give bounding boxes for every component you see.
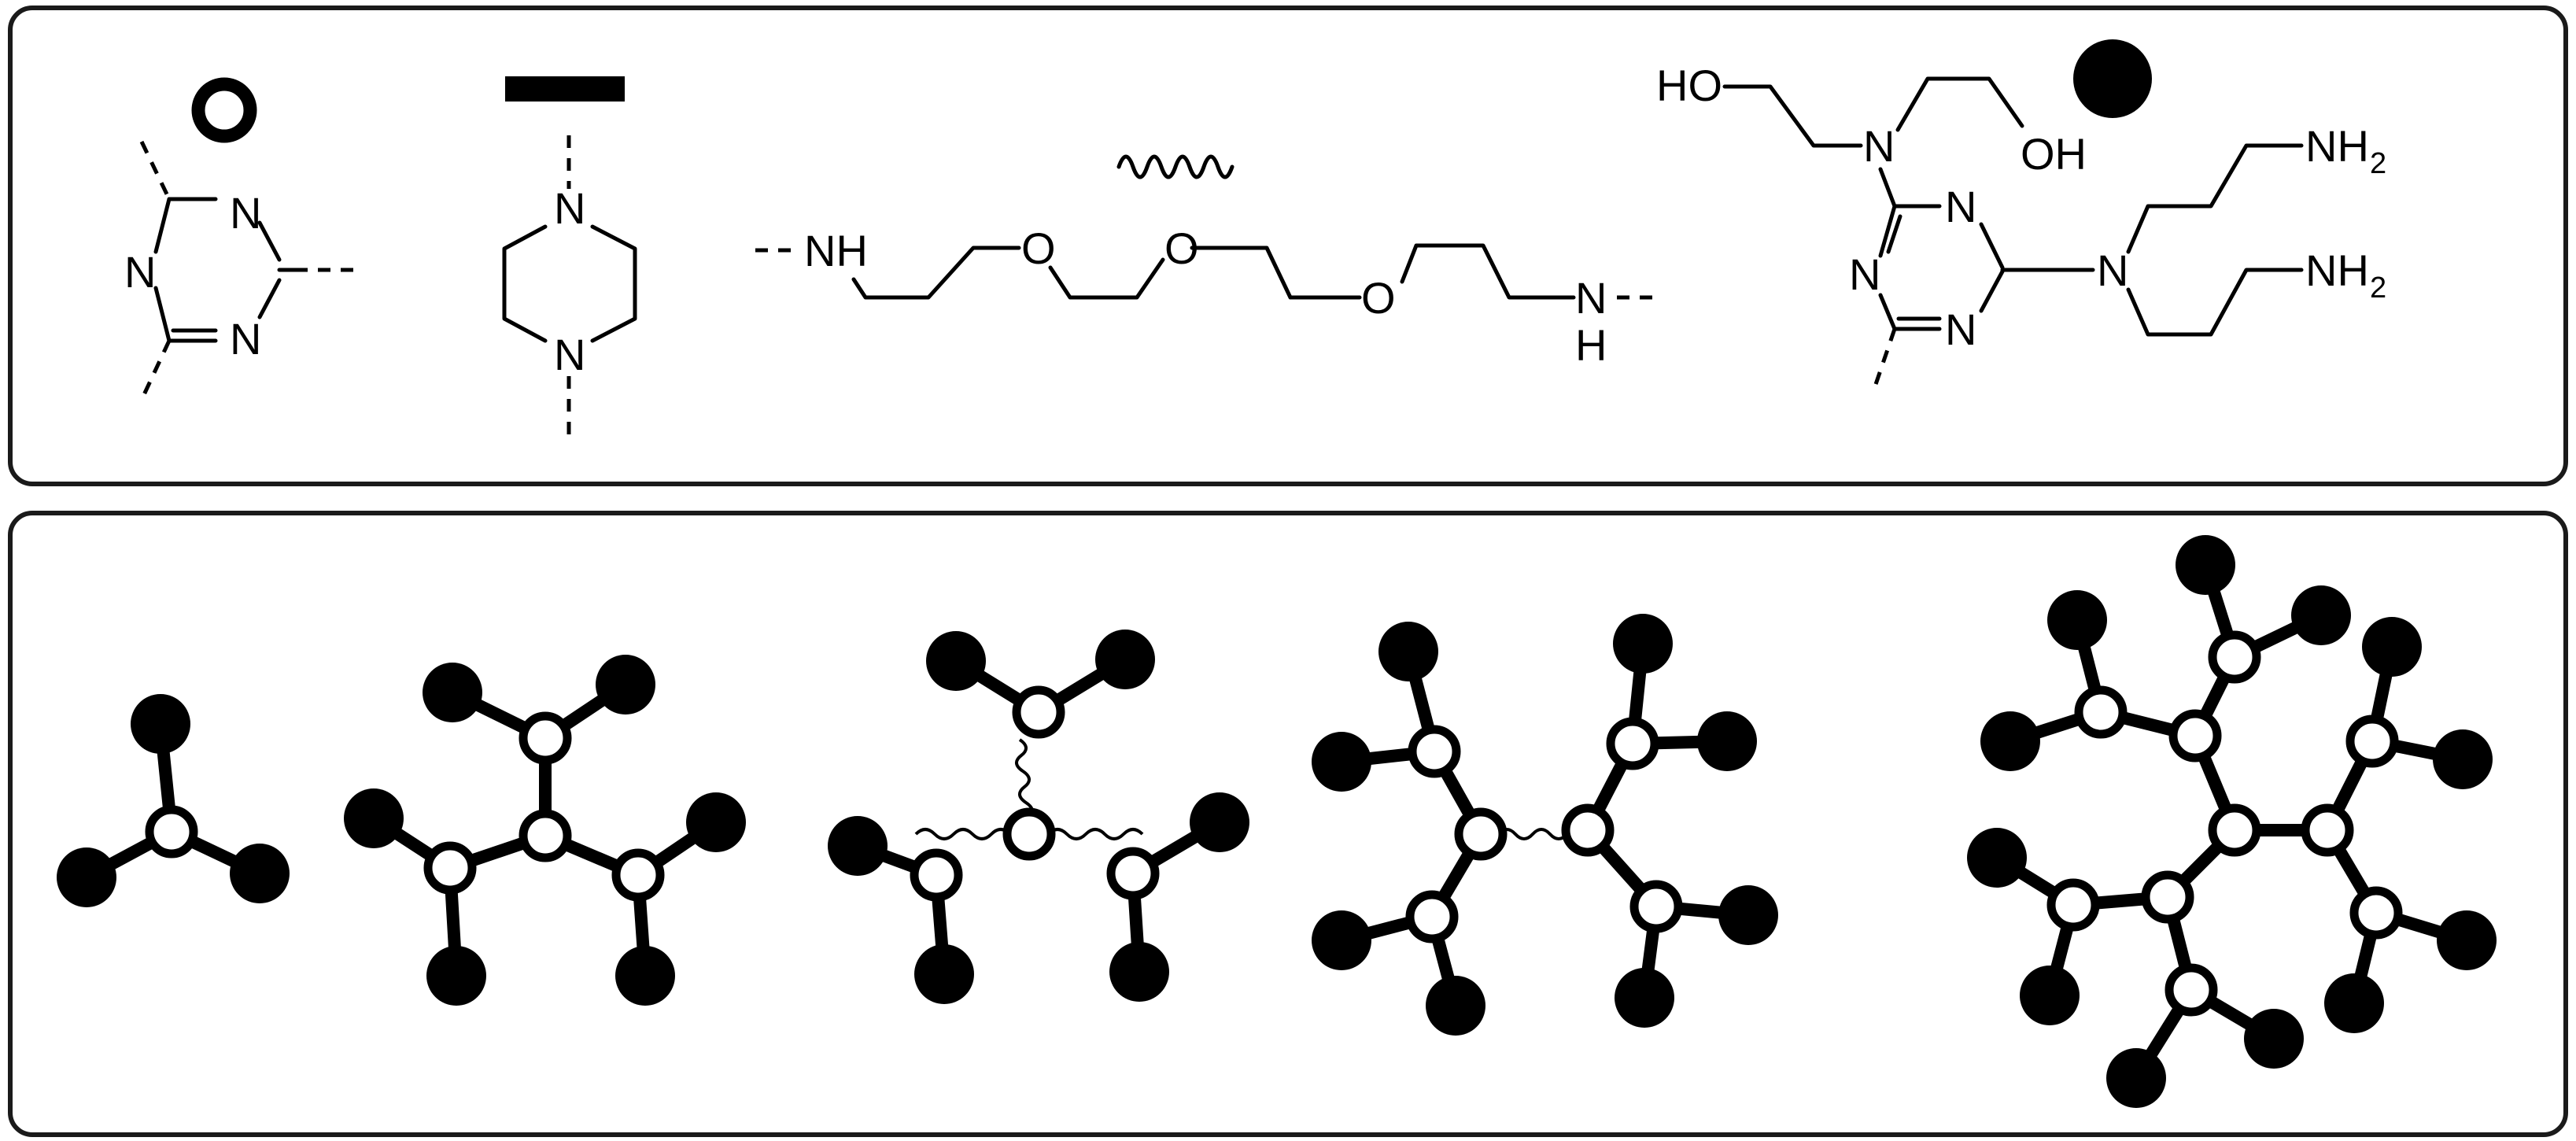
triazine-node bbox=[611, 848, 665, 902]
terminal-n-side: N bbox=[2097, 246, 2128, 295]
peg-o2: O bbox=[1164, 223, 1199, 273]
triazine-node bbox=[1606, 717, 1659, 770]
terminal-node bbox=[2244, 1009, 2304, 1069]
terminal-node bbox=[1426, 976, 1485, 1036]
terminal-nh2-top: NH bbox=[2305, 121, 2369, 171]
triazine-node bbox=[1454, 807, 1508, 861]
triazine-node bbox=[2345, 715, 2399, 768]
terminal-node bbox=[1718, 885, 1778, 945]
terminal-node bbox=[1613, 614, 1673, 674]
triazine-node bbox=[2141, 870, 2194, 924]
terminal-node bbox=[1109, 942, 1169, 1002]
terminal-n-amine: N bbox=[1863, 121, 1895, 171]
terminal-node bbox=[686, 792, 746, 852]
triazine-node bbox=[2208, 630, 2261, 684]
terminal-node bbox=[596, 655, 655, 715]
terminal-n-ring2: N bbox=[1849, 249, 1880, 299]
piperazine-n-top: N bbox=[554, 183, 585, 233]
wavy-symbol bbox=[1116, 154, 1234, 179]
peg-n-right: N bbox=[1575, 273, 1607, 323]
triazine-node bbox=[1012, 685, 1065, 739]
legend-piperazine: N N bbox=[502, 76, 637, 434]
dendrimer-gen1 bbox=[57, 694, 290, 907]
legend-peg-linker: NH O O O N H bbox=[755, 154, 1660, 370]
terminal-node bbox=[344, 788, 404, 848]
terminal-node bbox=[914, 944, 974, 1004]
terminal-node bbox=[131, 694, 190, 754]
triazine-node bbox=[2165, 963, 2218, 1017]
legend-triazine: N N N bbox=[124, 77, 362, 401]
dendrimer-gen3 bbox=[828, 630, 1249, 1004]
terminal-node bbox=[1190, 792, 1249, 852]
triazine-n1: N bbox=[230, 188, 261, 238]
triazine-node bbox=[2074, 685, 2128, 739]
open-circle-symbol bbox=[191, 77, 257, 143]
triazine-n3: N bbox=[230, 314, 261, 364]
triazine-node bbox=[1629, 880, 1683, 933]
triazine-n2: N bbox=[124, 247, 156, 297]
triazine-node bbox=[1561, 803, 1615, 857]
terminal-node bbox=[426, 946, 486, 1006]
triazine-node bbox=[2208, 803, 2261, 857]
terminal-node bbox=[1312, 910, 1371, 970]
triazine-node bbox=[2301, 803, 2354, 857]
terminal-node bbox=[2020, 966, 2080, 1025]
terminal-n-ring1: N bbox=[1945, 182, 1976, 231]
terminal-node bbox=[2362, 617, 2422, 677]
triazine-node bbox=[145, 805, 198, 859]
terminal-node bbox=[2106, 1048, 2166, 1108]
terminal-node bbox=[1980, 711, 2040, 771]
triazine-node bbox=[1002, 807, 1056, 861]
triazine-node bbox=[1106, 847, 1160, 900]
triazine-node bbox=[910, 848, 963, 902]
legend-panel bbox=[8, 6, 2568, 486]
terminal-node bbox=[1312, 732, 1371, 792]
peg-o3: O bbox=[1361, 273, 1396, 323]
terminal-node bbox=[423, 663, 482, 722]
triazine-node bbox=[2349, 886, 2403, 940]
terminal-node bbox=[2433, 729, 2493, 789]
peg-h-right: H bbox=[1575, 320, 1607, 370]
dendrimer-gen2 bbox=[344, 655, 746, 1006]
triazine-node bbox=[2168, 709, 2222, 763]
peg-nh-left: NH bbox=[804, 226, 868, 275]
terminal-ho: HO bbox=[1656, 61, 1722, 110]
terminal-node bbox=[57, 847, 116, 907]
triazine-node bbox=[1408, 725, 1461, 778]
terminal-node bbox=[2437, 910, 2497, 970]
terminal-node bbox=[1697, 711, 1757, 771]
triazine-node bbox=[1405, 890, 1459, 943]
terminal-nh2-top-sub: 2 bbox=[2370, 147, 2386, 180]
terminal-node bbox=[926, 631, 986, 691]
terminal-nh2-bottom: NH bbox=[2305, 246, 2369, 295]
terminal-node bbox=[615, 946, 675, 1006]
terminal-node bbox=[2324, 973, 2384, 1033]
triazine-node bbox=[519, 809, 572, 862]
legend-terminal-group: HO N OH N N N N NH 2 NH 2 bbox=[1656, 39, 2386, 394]
triazine-node bbox=[423, 841, 477, 895]
filled-circle-symbol bbox=[2073, 39, 2152, 118]
terminal-node bbox=[1967, 828, 2027, 888]
terminal-node bbox=[828, 816, 888, 876]
piperazine-n-bottom: N bbox=[554, 330, 585, 379]
terminal-oh: OH bbox=[2021, 129, 2087, 179]
dendrimer-gen5 bbox=[1967, 535, 2497, 1108]
terminal-node bbox=[230, 844, 290, 903]
terminal-node bbox=[2291, 585, 2351, 645]
terminal-node bbox=[1615, 968, 1674, 1028]
triazine-node bbox=[519, 711, 572, 765]
bar-symbol bbox=[505, 76, 625, 102]
terminal-node bbox=[1378, 622, 1438, 681]
terminal-n-ring3: N bbox=[1945, 305, 1976, 354]
terminal-nh2-bottom-sub: 2 bbox=[2370, 271, 2386, 305]
terminal-node bbox=[1095, 630, 1155, 689]
peg-o1: O bbox=[1021, 223, 1056, 273]
terminal-node bbox=[2047, 590, 2107, 650]
dendrimer-gen4 bbox=[1312, 614, 1778, 1036]
triazine-node bbox=[2046, 878, 2100, 932]
terminal-node bbox=[2176, 535, 2235, 595]
